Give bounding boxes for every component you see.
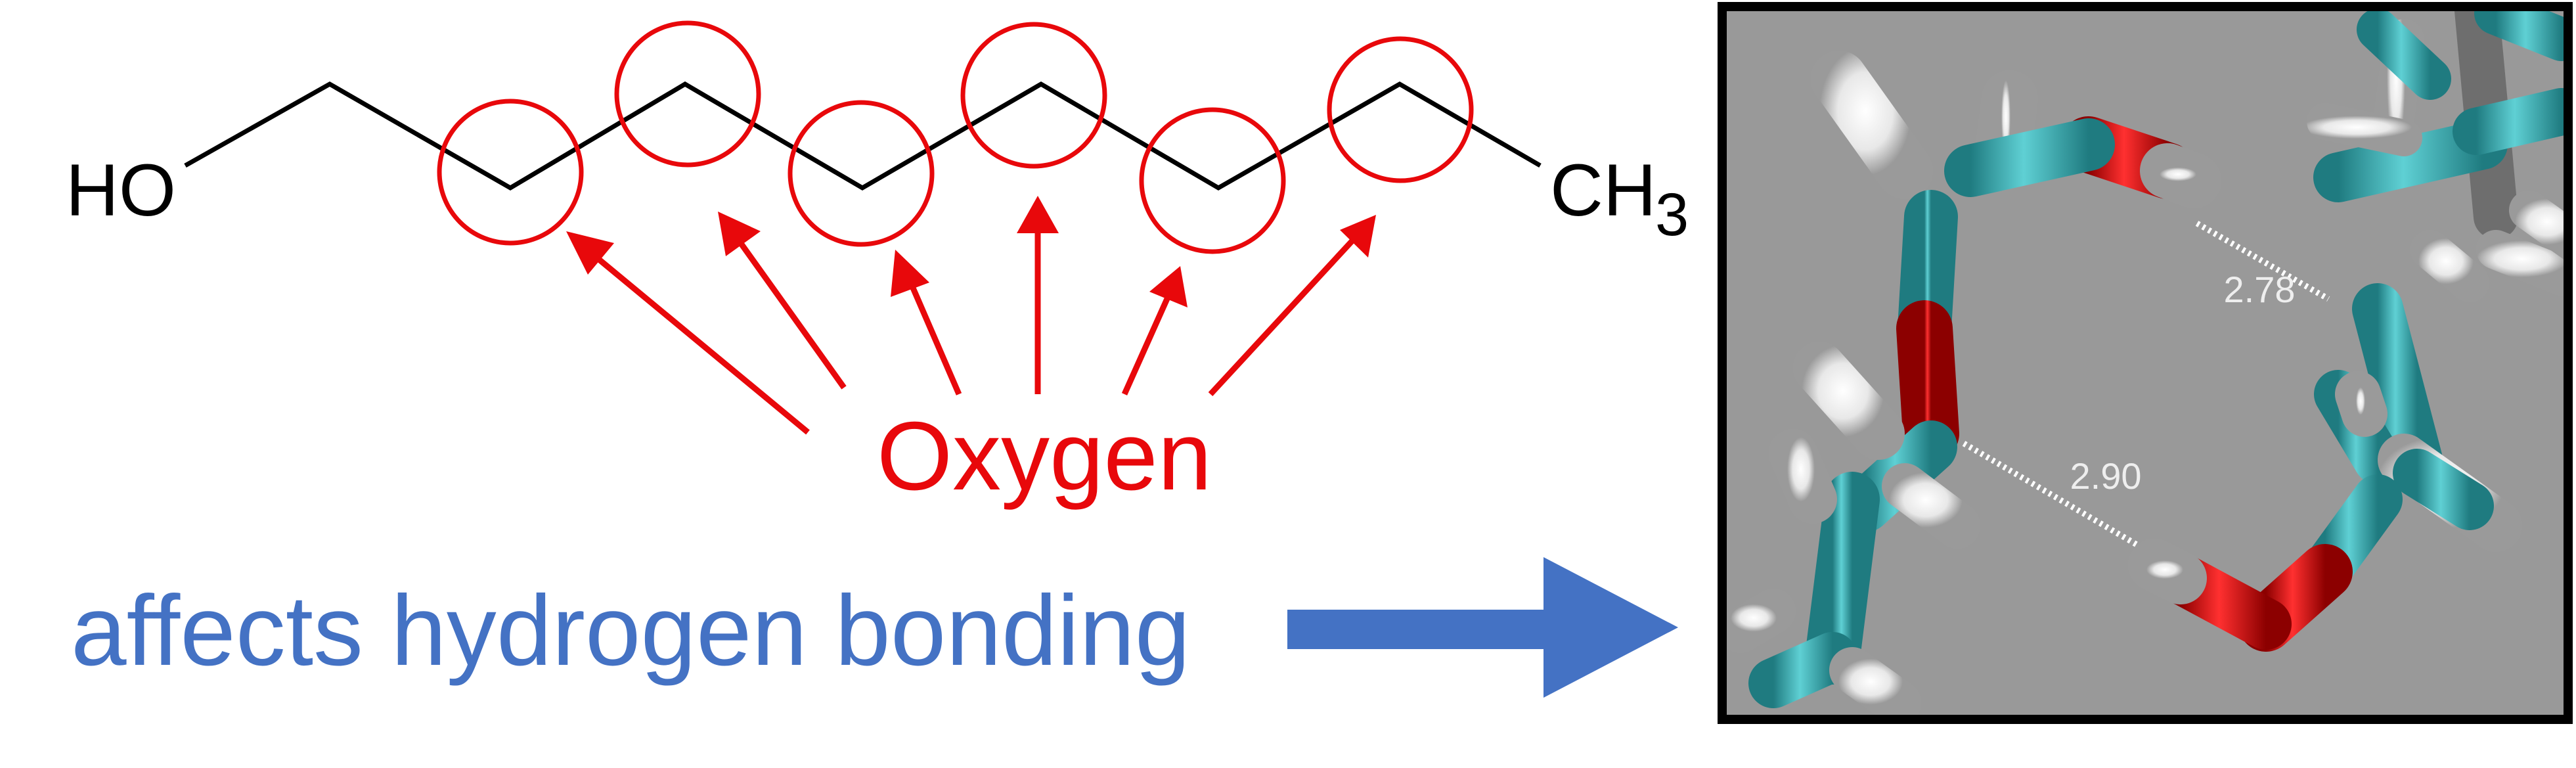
right-molecule [2307, 7, 2568, 302]
oxygen-circle-4 [960, 22, 1107, 169]
arrow-to-circle-6 [1208, 215, 1376, 397]
arrow-to-circle-4 [1017, 196, 1059, 394]
hydrogen-bond-render: 2.78 2.90 [1718, 2, 2573, 724]
distance-label-1: 2.78 [2224, 269, 2296, 310]
hbond-1 [2195, 221, 2330, 302]
oxygen-circle-3 [788, 100, 935, 247]
carbon-chain-bonds [184, 81, 1542, 191]
arrow-to-circle-5 [1121, 266, 1188, 395]
render-frame [1718, 2, 2573, 724]
hydrogen-bonds [1962, 221, 2330, 548]
methyl-subscript: 3 [1655, 181, 1689, 248]
oxygen-circle-6 [1327, 36, 1474, 183]
distance-label-2: 2.90 [2070, 455, 2142, 497]
effect-caption: affects hydrogen bonding [71, 575, 1190, 687]
left-molecule [1722, 51, 2221, 719]
hydroxyl-label: HO [66, 149, 176, 231]
right-lower-molecule [2128, 279, 2568, 666]
oxygen-circle-5 [1139, 107, 1286, 254]
effect-arrow [1287, 557, 1678, 698]
oxygen-circle-2 [614, 20, 761, 168]
hbond-2 [1962, 441, 2140, 548]
oxygen-position-circles [437, 20, 1474, 254]
arrow-to-circle-2 [718, 212, 847, 390]
oxygen-circle-1 [437, 99, 584, 246]
arrow-to-circle-1 [566, 231, 810, 435]
methyl-label: CH [1550, 149, 1656, 231]
arrow-to-circle-3 [891, 250, 962, 395]
skeletal-chain [184, 81, 1542, 191]
oxygen-label: Oxygen [877, 402, 1212, 510]
oxygen-arrows [566, 196, 1376, 435]
